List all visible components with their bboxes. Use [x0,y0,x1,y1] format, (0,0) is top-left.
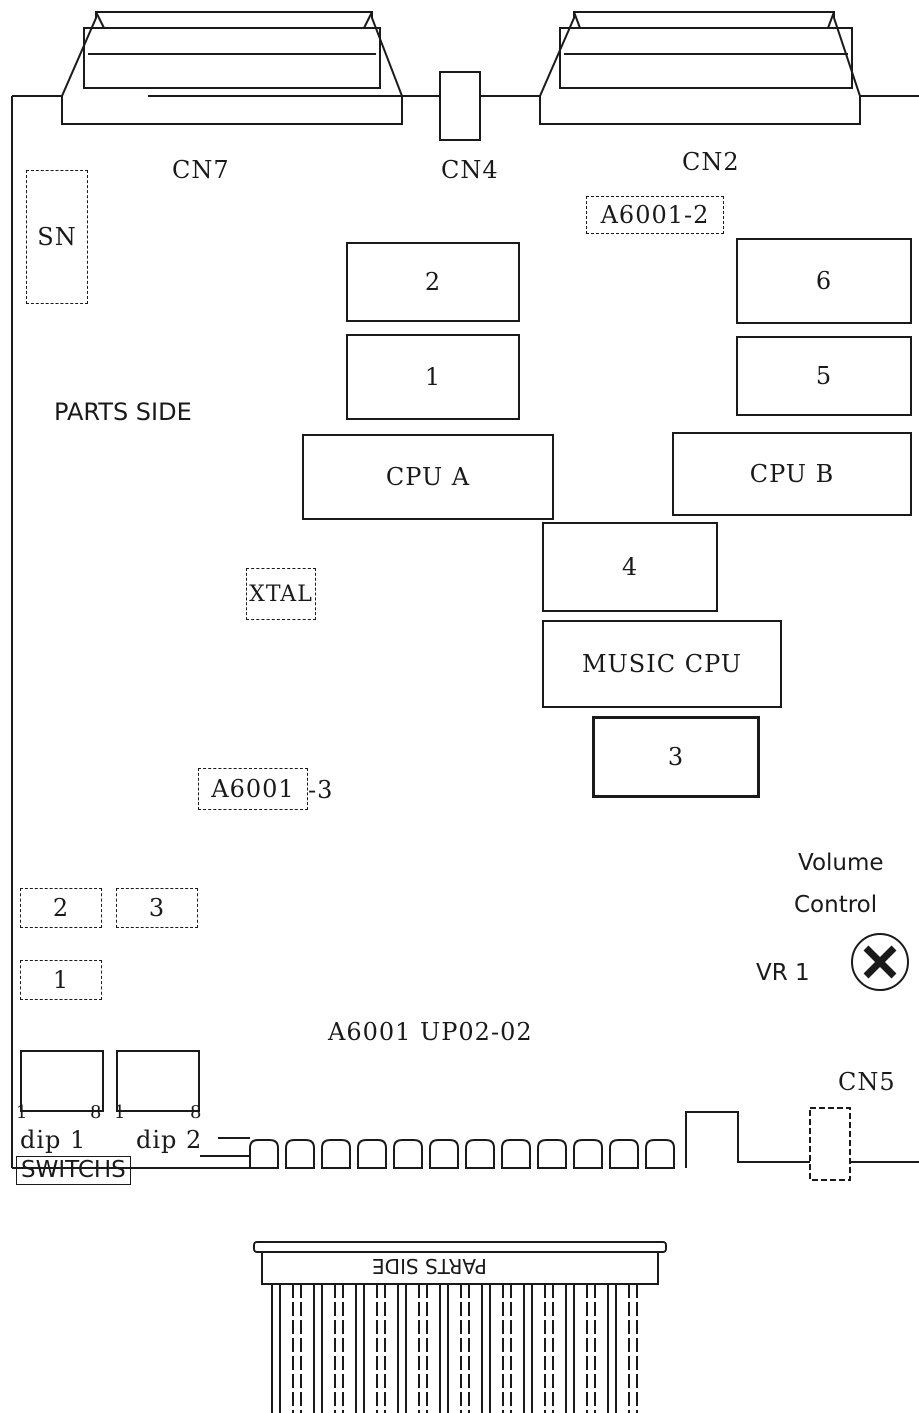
edge-finger [357,1139,387,1169]
cpu-b-chip: CPU B [672,432,912,516]
cpu-a-chip: CPU A [302,434,554,520]
connector-pin [523,1284,533,1413]
connector-pin [355,1284,365,1413]
control-label: Control [794,892,878,918]
connector-pin [628,1284,638,1413]
connector-pin [565,1284,575,1413]
edge-connector-label: PARTS SIDE [372,1254,487,1278]
cn5-connector [685,1107,919,1181]
rom-chip-1: 1 [346,334,520,420]
connector-pin [481,1284,491,1413]
a6001-2-chip: A6001-2 [586,196,724,234]
edge-finger [609,1139,639,1169]
dip2-pin-last: 8 [190,1102,203,1123]
cn2-connector [539,11,861,125]
connector-pin [292,1284,302,1413]
a6001-3-chip: A6001 [198,768,308,810]
connector-pin [271,1284,281,1413]
dip1-label: dip 1 [20,1126,87,1154]
pcb-code-label: A6001 UP02-02 [328,1018,533,1046]
parts-side-label: PARTS SIDE [54,398,192,426]
volume-label: Volume [798,850,884,876]
connector-pin [418,1284,428,1413]
edge-finger [573,1139,603,1169]
xtal-crystal: XTAL [246,568,316,620]
rom-chip-6: 6 [736,238,912,324]
edge-finger [321,1139,351,1169]
sn-chip: SN [26,170,88,304]
cn5-label: CN5 [838,1068,896,1096]
connector-pin [397,1284,407,1413]
vr1-label: VR 1 [756,960,810,986]
cn4-connector [439,71,481,141]
edge-finger [501,1139,531,1169]
connector-pin [607,1284,617,1413]
edge-finger [285,1139,315,1169]
rom-chip-4: 4 [542,522,718,612]
rom-chip-3: 3 [592,716,760,798]
rom-chip-5: 5 [736,336,912,416]
connector-pin [586,1284,596,1413]
cn2-label: CN2 [682,148,740,176]
edge-finger [465,1139,495,1169]
pal-chip-3: 3 [116,888,198,928]
edge-finger [393,1139,423,1169]
volume-control-knob [851,933,909,991]
dip1-pin-first: 1 [16,1102,29,1123]
dip-switch-1[interactable] [20,1050,104,1112]
pal-chip-2: 2 [20,888,102,928]
connector-pin [334,1284,344,1413]
dip2-pin-first: 1 [114,1102,127,1123]
rom-chip-2: 2 [346,242,520,322]
music-cpu-chip: MUSIC CPU [542,620,782,708]
edge-finger [429,1139,459,1169]
connector-pin [544,1284,554,1413]
edge-fingers-top [249,1139,675,1169]
edge-connector-bottom [253,1241,667,1413]
connector-pin [313,1284,323,1413]
dip-switch-2[interactable] [116,1050,200,1112]
connector-pin [502,1284,512,1413]
connector-pin [439,1284,449,1413]
edge-finger [537,1139,567,1169]
dip1-pin-last: 8 [90,1102,103,1123]
connector-pin [376,1284,386,1413]
pal-chip-1: 1 [20,960,102,1000]
edge-finger [249,1139,279,1169]
edge-finger [645,1139,675,1169]
dip2-label: dip 2 [136,1126,203,1154]
dip-leader-line [200,1137,250,1157]
cn7-connector [61,11,403,125]
a6001-3-suffix: -3 [308,776,334,804]
cn7-label: CN7 [172,156,230,184]
cn4-label: CN4 [441,156,499,184]
connector-pin [460,1284,470,1413]
switches-caption: SWITCHS [16,1156,131,1185]
